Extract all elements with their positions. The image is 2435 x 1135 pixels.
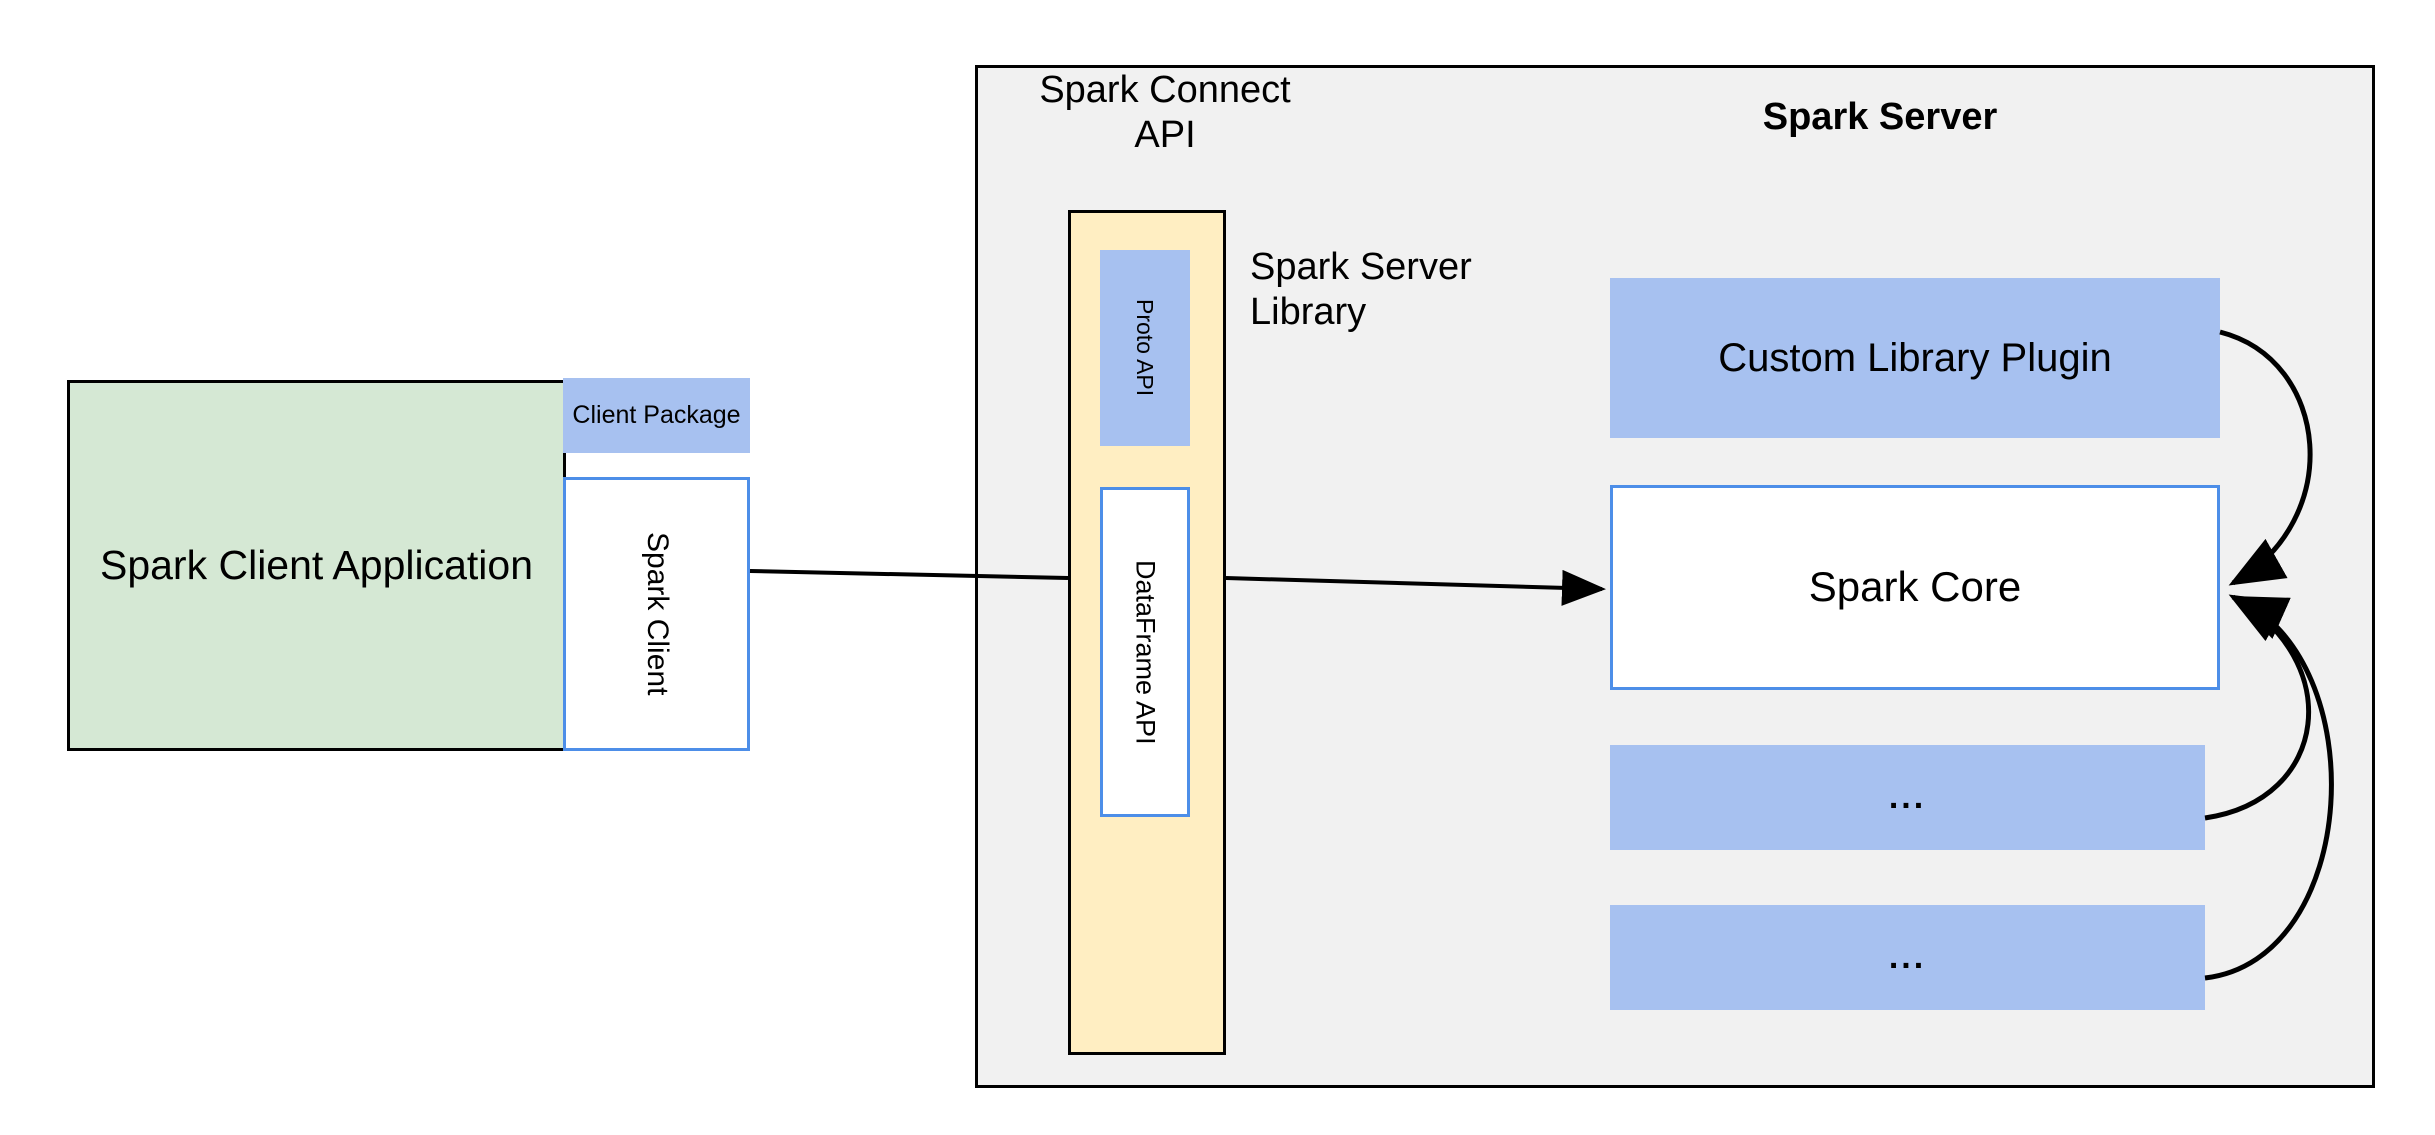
spark-core-box: Spark Core	[1610, 485, 2220, 690]
client-package-box: Client Package	[563, 378, 750, 453]
dataframe-api-box: DataFrame API	[1100, 487, 1190, 817]
proto-api-box: Proto API	[1100, 250, 1190, 446]
spark-client-box: Spark Client	[563, 477, 750, 751]
custom-library-plugin-box: Custom Library Plugin	[1610, 278, 2220, 438]
spark-client-label: Spark Client	[640, 532, 674, 696]
proto-api-label: Proto API	[1132, 299, 1159, 397]
spark-connect-api-label: Spark Connect API	[1039, 69, 1291, 156]
spark-server-library-label: Spark Server Library	[1250, 246, 1472, 333]
module-ellipsis-box-2: ...	[1610, 905, 2205, 1010]
dataframe-api-label: DataFrame API	[1130, 559, 1161, 745]
module-ellipsis-box-1: ...	[1610, 745, 2205, 850]
spark-client-application-box: Spark Client Application	[67, 380, 566, 751]
spark-server-title: Spark Server	[1762, 96, 1998, 138]
